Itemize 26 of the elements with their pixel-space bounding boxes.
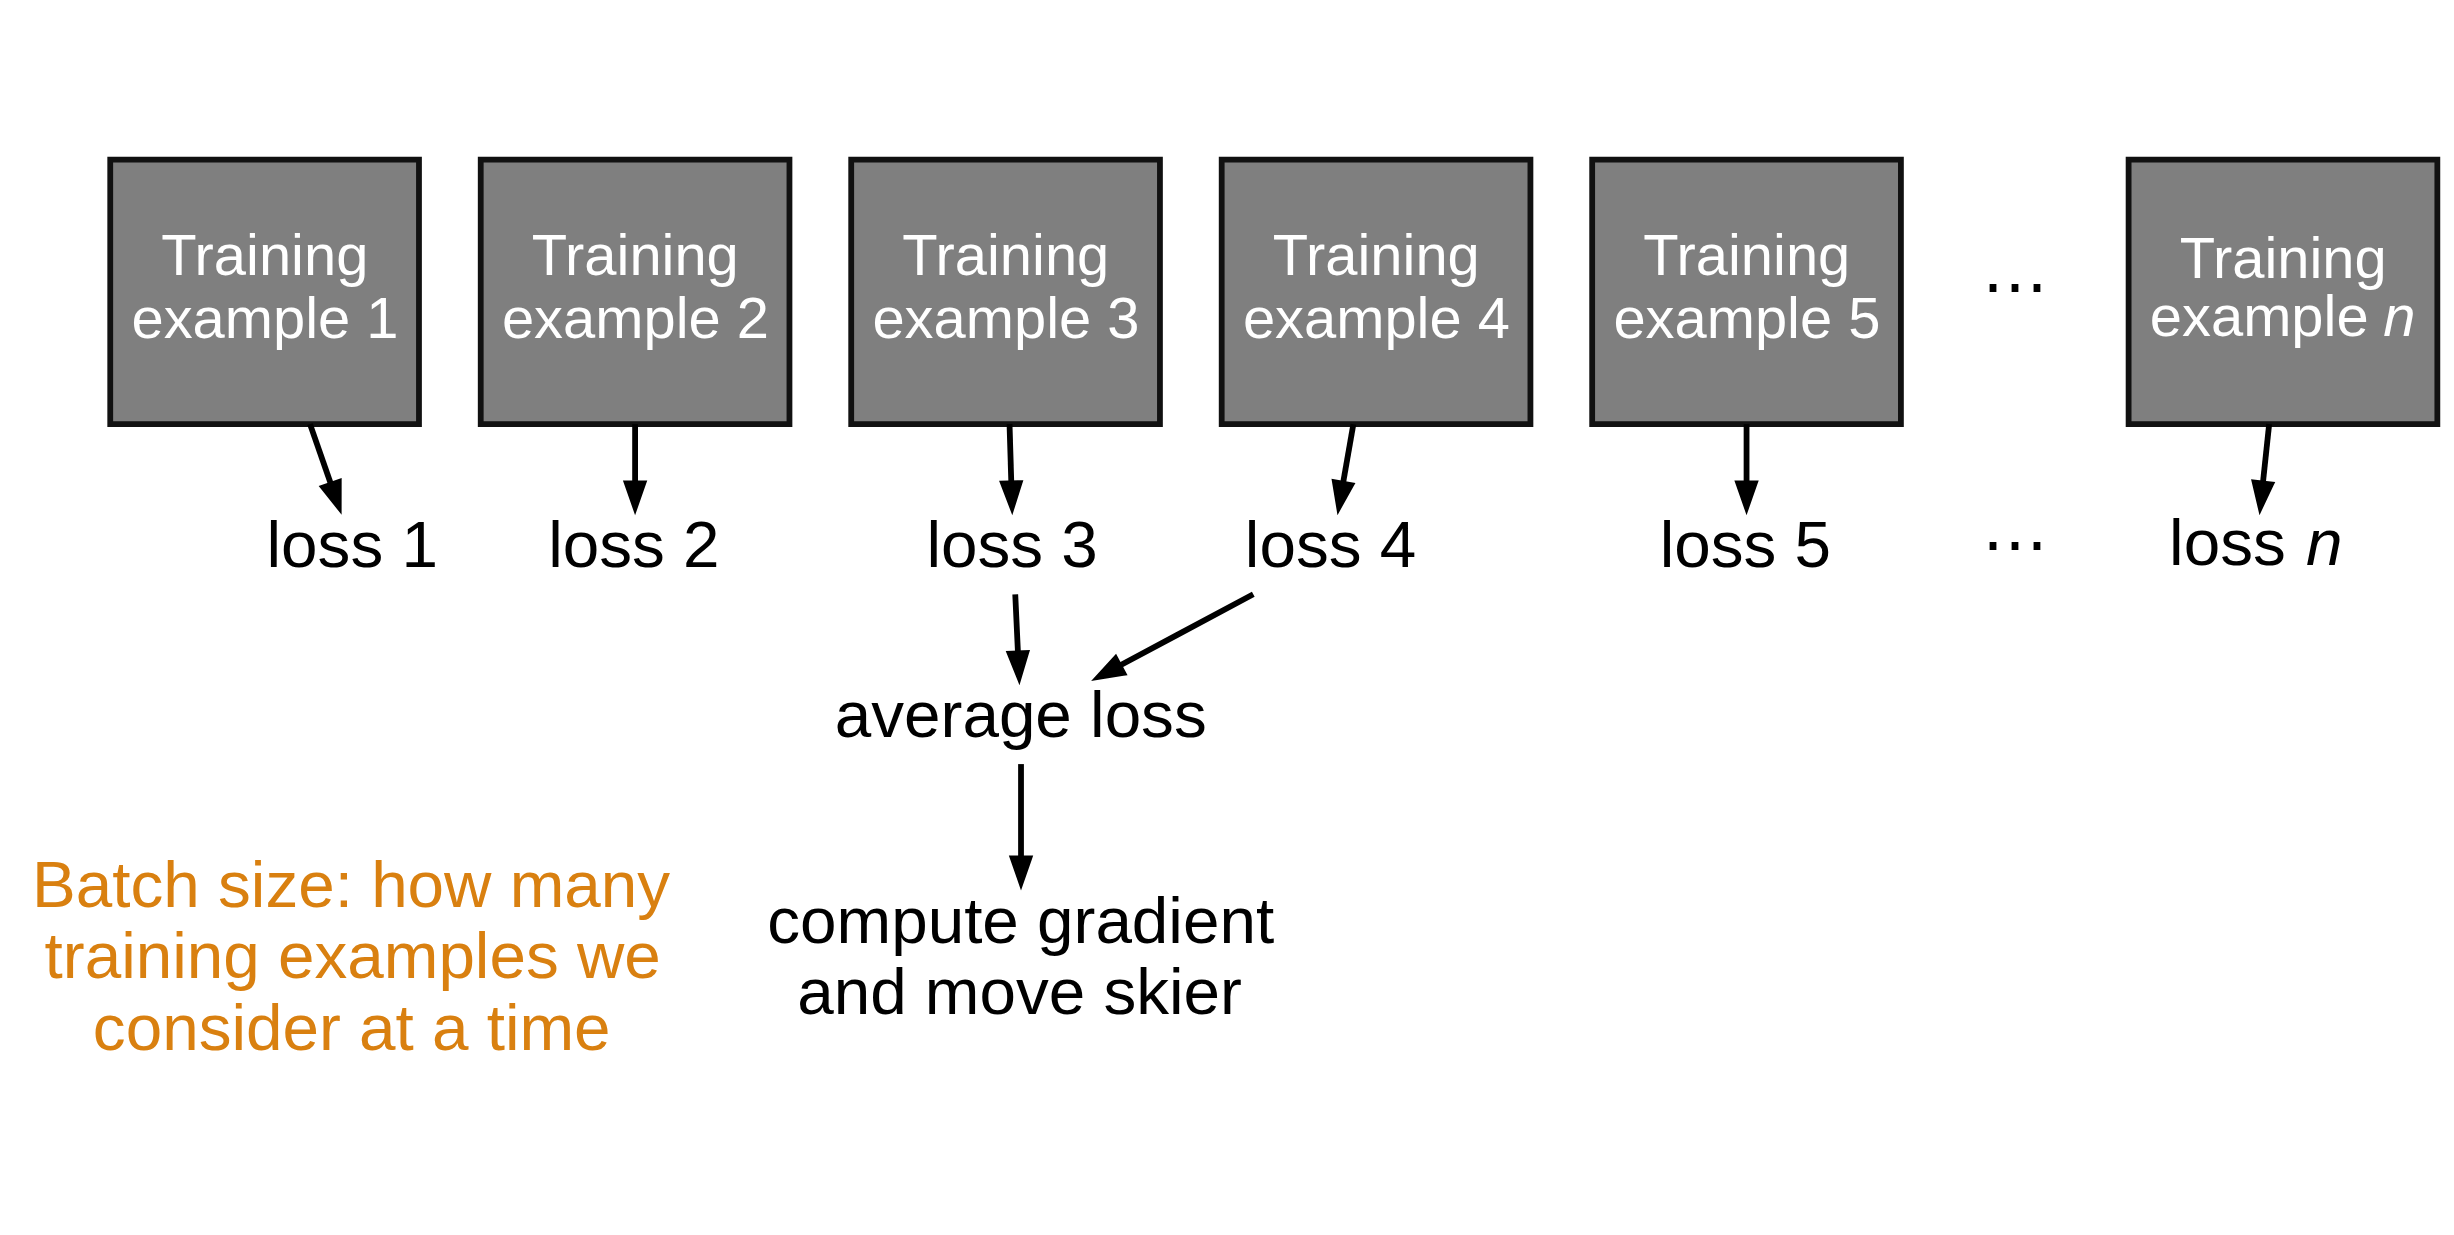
arrow — [1008, 763, 1034, 890]
node-box: Training example 2 — [477, 156, 793, 427]
node-text: average loss — [834, 677, 1207, 751]
arrow — [1005, 593, 1031, 685]
node-text: loss 1 — [266, 507, 438, 581]
node-text: loss n — [2169, 505, 2343, 579]
node-box: Training example 4 — [1218, 156, 1534, 427]
arrow — [622, 423, 648, 515]
arrow — [1734, 423, 1759, 515]
label: ⋯ — [1981, 507, 2048, 581]
label: Batch size: how many training examples we consider at a time — [32, 847, 671, 1064]
arrow — [307, 422, 342, 515]
arrow — [1331, 423, 1357, 515]
node-text: loss 4 — [1244, 507, 1417, 581]
arrow — [999, 423, 1024, 515]
node-text: loss 5 — [1659, 507, 1832, 581]
node-box: Training example n — [2125, 156, 2441, 427]
label: ⋯ — [1981, 249, 2048, 323]
node-text: loss 3 — [926, 507, 1098, 581]
node-text: loss 2 — [548, 507, 720, 581]
node-box: Training example 1 — [107, 156, 422, 427]
node-text: compute gradient and move skier — [767, 883, 1275, 1028]
arrow — [2251, 423, 2276, 515]
node-box: Training example 5 — [1589, 156, 1904, 427]
arrow — [1091, 591, 1255, 681]
node-box: Training example 3 — [848, 156, 1163, 427]
